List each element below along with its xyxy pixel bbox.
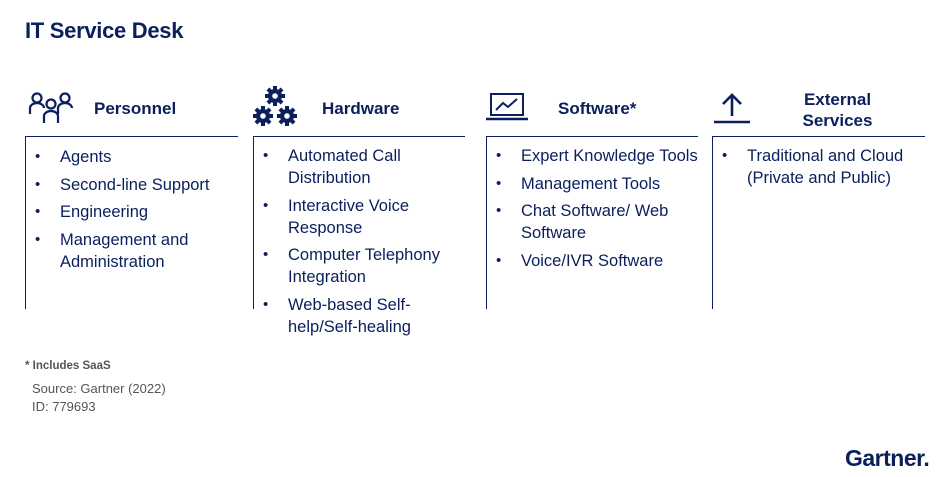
list-item: Chat Software/ Web Software bbox=[486, 200, 698, 244]
list-item: Automated Call Distribution bbox=[253, 145, 465, 189]
people-icon bbox=[27, 90, 75, 129]
header-rule bbox=[25, 136, 238, 137]
logo-text: Gartner bbox=[845, 445, 924, 471]
list-item: Web-based Self-help/Self-healing bbox=[253, 294, 465, 338]
list-item: Computer Telephony Integration bbox=[253, 244, 465, 288]
item-list: Expert Knowledge Tools Management Tools … bbox=[486, 145, 698, 277]
item-list: Agents Second-line Support Engineering M… bbox=[25, 146, 238, 278]
upload-arrow-icon bbox=[712, 92, 752, 129]
list-item: Agents bbox=[25, 146, 238, 168]
source-text: Source: Gartner (2022) bbox=[32, 381, 166, 396]
header-rule bbox=[486, 136, 698, 137]
document-id: ID: 779693 bbox=[32, 399, 96, 414]
column-label: Hardware bbox=[322, 99, 400, 118]
gears-icon bbox=[253, 86, 297, 131]
list-item: Interactive Voice Response bbox=[253, 195, 465, 239]
header-rule bbox=[712, 136, 925, 137]
column-label: Personnel bbox=[94, 99, 177, 118]
gartner-logo: Gartner. bbox=[845, 445, 930, 471]
list-item: Voice/IVR Software bbox=[486, 250, 698, 272]
list-item: Second-line Support bbox=[25, 174, 238, 196]
list-item: Expert Knowledge Tools bbox=[486, 145, 698, 167]
footnote: * Includes SaaS bbox=[25, 360, 111, 372]
item-list: Traditional and Cloud (Private and Publi… bbox=[712, 145, 925, 195]
list-item: Management Tools bbox=[486, 173, 698, 195]
column-divider bbox=[712, 136, 713, 309]
item-list: Automated Call Distribution Interactive … bbox=[253, 145, 465, 343]
column-label: Software* bbox=[558, 99, 637, 118]
list-item: Management and Administration bbox=[25, 229, 238, 273]
monitor-chart-icon bbox=[486, 92, 528, 127]
list-item: Engineering bbox=[25, 201, 238, 223]
page-title: IT Service Desk bbox=[25, 18, 184, 43]
column-label: External Services bbox=[802, 90, 873, 130]
header-rule bbox=[253, 136, 465, 137]
column-header: Software* bbox=[486, 84, 698, 132]
column-header: External Services bbox=[712, 84, 925, 132]
column-header: Hardware bbox=[253, 84, 465, 132]
source-info: Source: Gartner (2022) ID: 779693 bbox=[32, 380, 166, 416]
column-header: Personnel bbox=[25, 84, 238, 132]
list-item: Traditional and Cloud (Private and Publi… bbox=[712, 145, 925, 189]
